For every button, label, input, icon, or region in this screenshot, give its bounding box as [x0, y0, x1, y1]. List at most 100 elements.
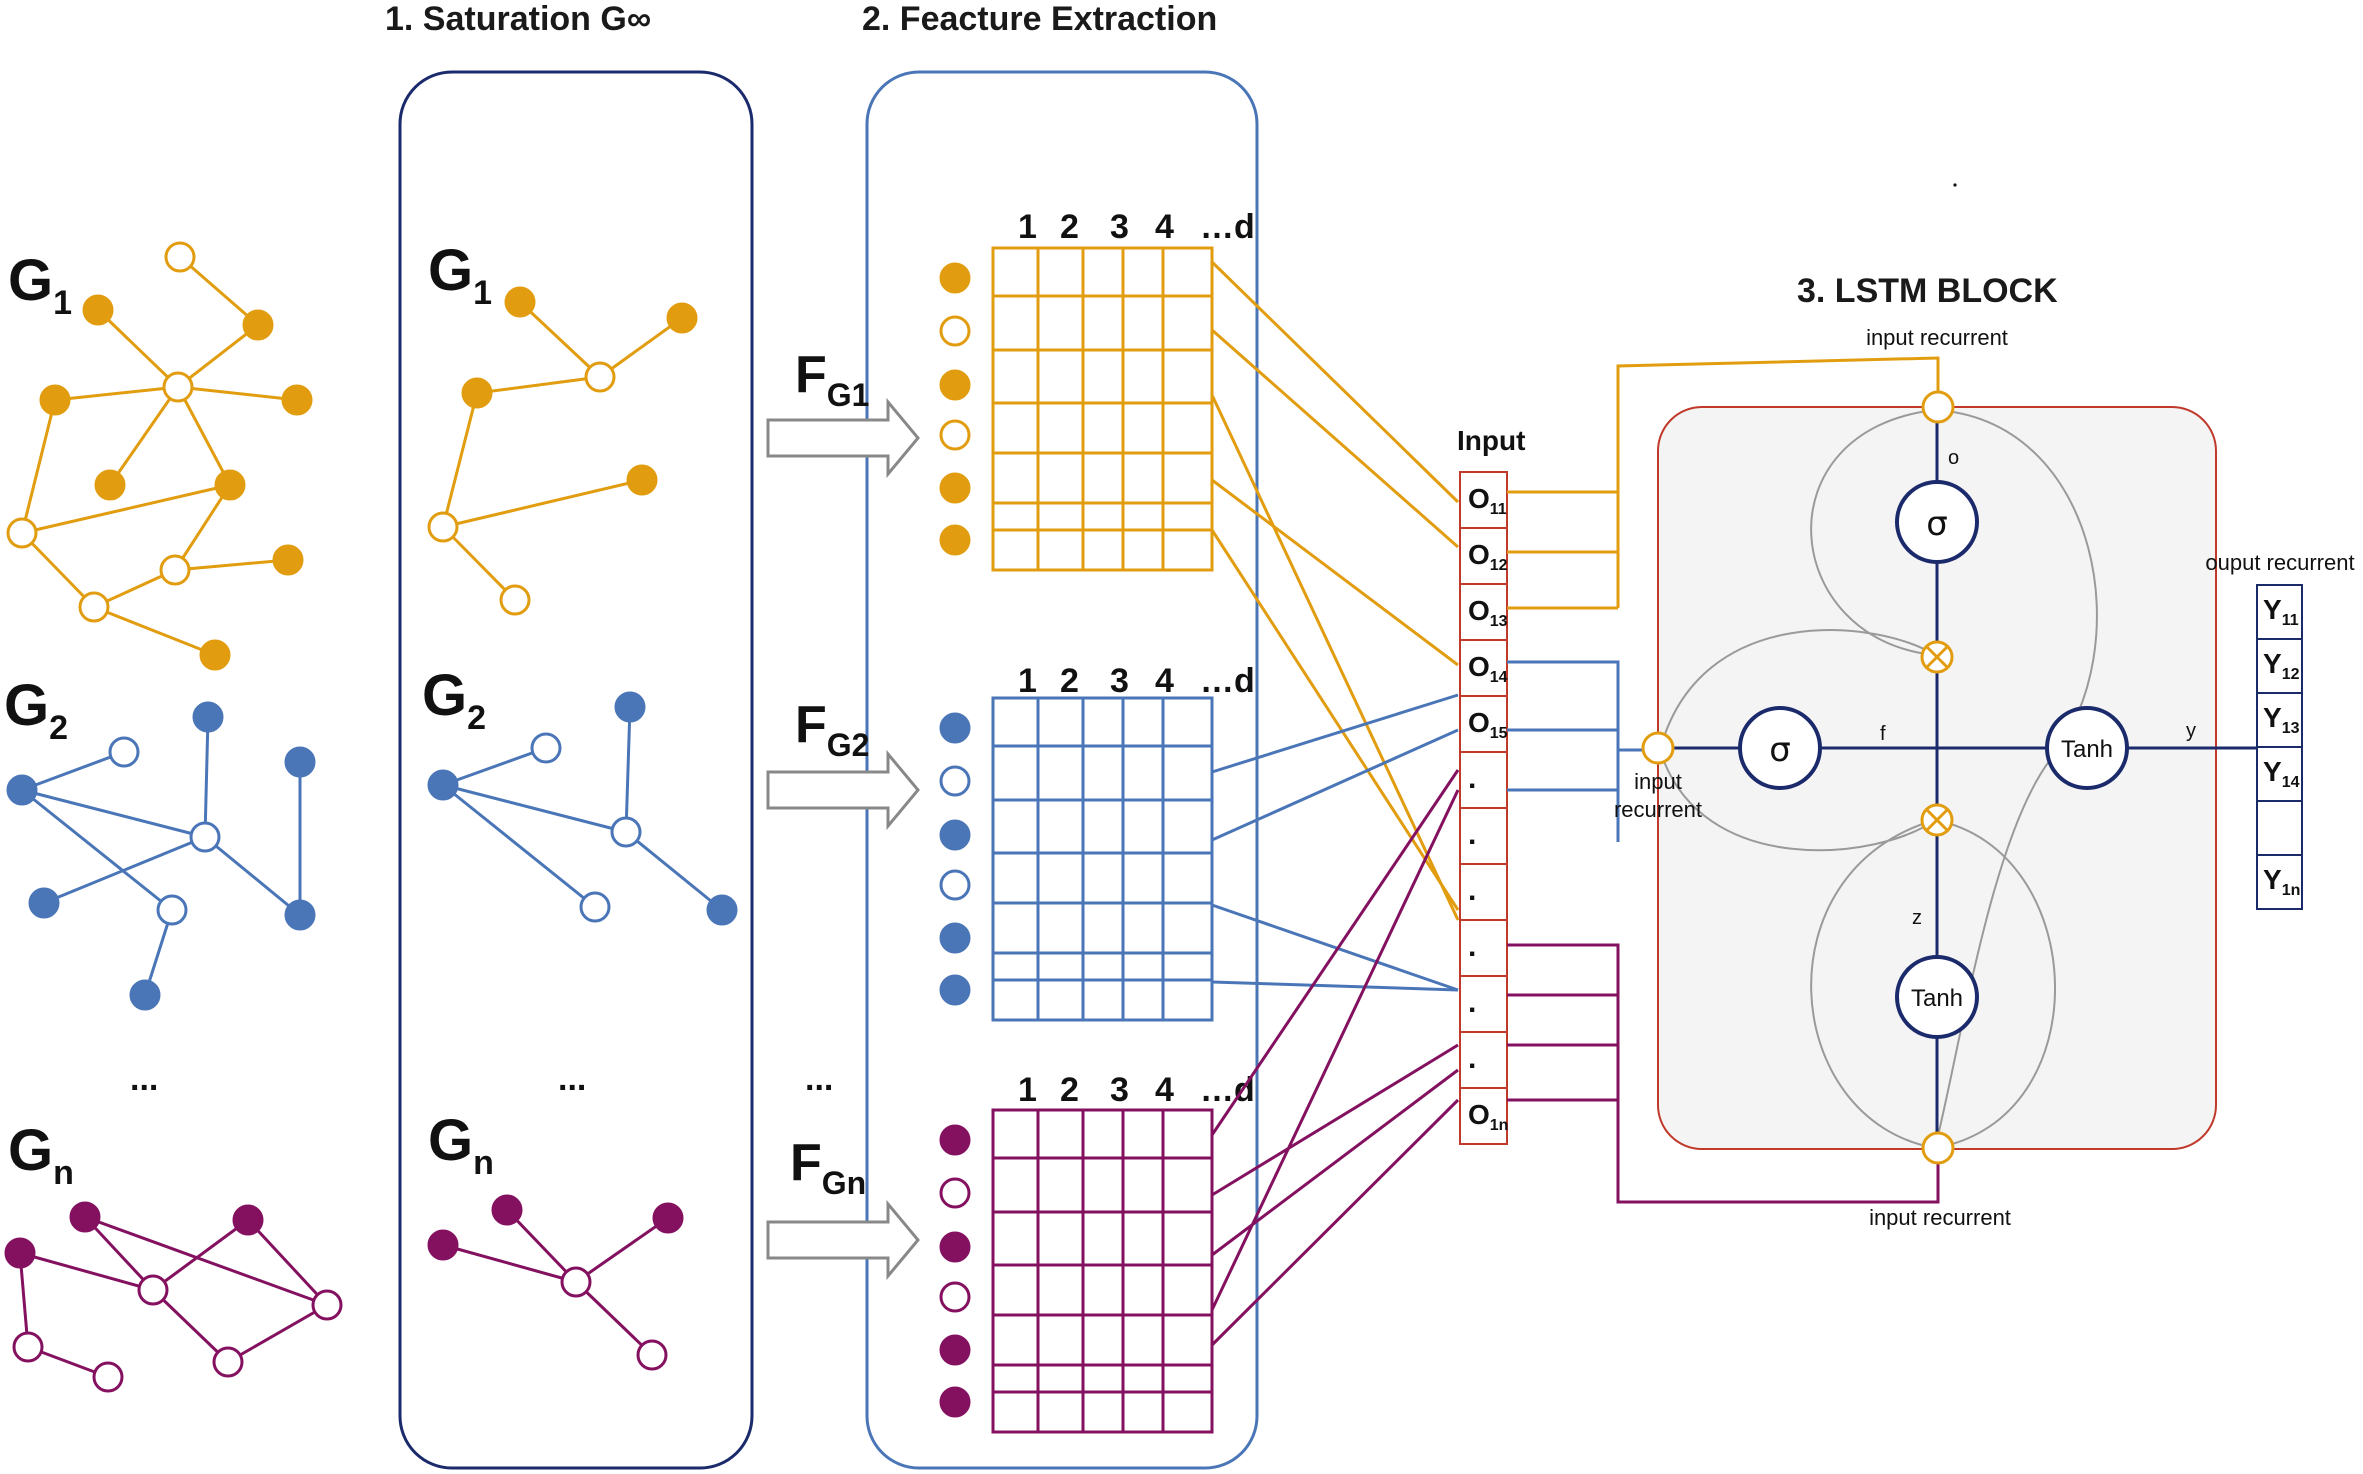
matrix-header-label: 2 — [1060, 208, 1079, 246]
matrix-header-label: 4 — [1155, 1071, 1174, 1109]
input-recurrent-top-label: input recurrent — [1866, 325, 2008, 350]
title-saturation: 1. Saturation G∞ — [385, 0, 651, 38]
output-cell: Y14 — [2256, 746, 2303, 802]
saturated-g1 — [427, 286, 698, 616]
input-recurrent-left-node — [1641, 731, 1675, 765]
svg-text:O13: O13 — [1468, 595, 1508, 630]
svg-text:σ: σ — [1769, 730, 1791, 770]
saturation-panel — [398, 70, 754, 1470]
output-title: ouput recurrent — [2205, 550, 2354, 575]
matrix-row-node — [939, 1334, 971, 1366]
matrix-header-label: …d — [1200, 208, 1255, 246]
input-cell: . — [1459, 975, 1508, 1033]
output-cell — [2256, 800, 2303, 856]
sat-label-gn: Gn — [428, 1108, 494, 1182]
matrix-header-label: 2 — [1060, 1071, 1079, 1109]
input-cell: O13 — [1459, 583, 1508, 641]
svg-text:.: . — [1468, 818, 1476, 851]
arrow-fg1-icon — [766, 397, 920, 479]
input-cell: O14 — [1459, 639, 1508, 697]
matrix-row-node — [939, 1386, 971, 1418]
output-cell: Y12 — [2256, 638, 2303, 694]
feature-label-fgn: FGn — [790, 1134, 866, 1201]
svg-text:Tanh: Tanh — [2061, 736, 2113, 763]
svg-text:O15: O15 — [1468, 707, 1508, 742]
matrix-header-label: 3 — [1110, 1071, 1129, 1109]
output-cell: Y13 — [2256, 692, 2303, 748]
output-cell: Y11 — [2256, 584, 2303, 640]
svg-text:O1n: O1n — [1468, 1099, 1508, 1134]
svg-text:.: . — [1468, 762, 1476, 795]
svg-text:Gn: Gn — [428, 1108, 494, 1182]
bus-blue — [1507, 660, 1650, 842]
svg-text:σ: σ — [1926, 504, 1948, 544]
svg-text:.: . — [1468, 930, 1476, 963]
graph-label-gn: Gn — [8, 1118, 74, 1192]
matrix-header-label: 3 — [1110, 208, 1129, 246]
input-recurrent-bottom-label: input recurrent — [1869, 1205, 2011, 1230]
matrix-row-node — [939, 765, 971, 797]
label-o: o — [1948, 447, 1959, 469]
sigma-gate-output: σ — [1895, 480, 1979, 564]
matrix-row-node — [939, 262, 971, 294]
svg-text:G2: G2 — [422, 663, 486, 737]
matrix-row-node — [939, 369, 971, 401]
ellipsis-graphs: ... — [130, 1060, 158, 1098]
sat-label-g1: G1 — [428, 238, 492, 312]
svg-text:FGn: FGn — [790, 1134, 866, 1201]
tanh-gate-output: Tanh — [2045, 706, 2129, 790]
title-lstm-block: 3. LSTM BLOCK — [1797, 272, 2058, 310]
matrix-row-node — [939, 524, 971, 556]
input-recurrent-bottom-node — [1921, 1131, 1955, 1165]
svg-text:Y12: Y12 — [2263, 648, 2300, 683]
matrix-header-label: 3 — [1110, 662, 1129, 700]
arrow-fgn-icon — [766, 1199, 920, 1281]
stray-dot — [1953, 183, 1957, 187]
input-cell: . — [1459, 919, 1508, 977]
saturated-g2 — [427, 691, 738, 926]
matrix-row-node — [939, 1124, 971, 1156]
multiply-top-icon — [1920, 640, 1954, 674]
matrix-row-node — [939, 1231, 971, 1263]
input-title: Input — [1457, 425, 1525, 456]
matrix-header-label: 4 — [1155, 208, 1174, 246]
label-f: f — [1880, 723, 1886, 745]
svg-text:Tanh: Tanh — [1911, 985, 1963, 1012]
svg-text:Y11: Y11 — [2263, 594, 2299, 629]
feature-panel — [865, 70, 1259, 1470]
svg-text:G1: G1 — [8, 248, 72, 322]
input-recurrent-left-label-1: input — [1634, 769, 1682, 794]
graph-g2 — [6, 701, 316, 1011]
svg-text:Gn: Gn — [8, 1118, 74, 1192]
input-recurrent-top-node — [1921, 390, 1955, 424]
matrix-row-node — [939, 472, 971, 504]
svg-text:FG2: FG2 — [795, 696, 869, 763]
svg-text:FG1: FG1 — [795, 346, 869, 413]
input-cell: . — [1459, 863, 1508, 921]
sat-label-g2: G2 — [422, 663, 486, 737]
matrix-header-label: 1 — [1018, 662, 1037, 700]
label-y: y — [2186, 720, 2196, 742]
svg-text:.: . — [1468, 986, 1476, 1019]
matrix-header-label: 2 — [1060, 662, 1079, 700]
graph-label-g1: G1 — [8, 248, 72, 322]
matrix-row-node — [939, 974, 971, 1006]
matrix-row-node — [939, 1177, 971, 1209]
svg-text:O14: O14 — [1468, 651, 1508, 686]
matrix-row-node — [939, 869, 971, 901]
ellipsis-saturation: ... — [558, 1060, 586, 1098]
input-cell: O11 — [1459, 471, 1508, 529]
graph-g1 — [6, 241, 313, 671]
connections-blue — [1211, 693, 1459, 992]
svg-text:Y1n: Y1n — [2263, 864, 2300, 899]
output-cell: Y1n — [2256, 854, 2303, 910]
bus-orange — [1507, 356, 1940, 610]
matrix-header-label: 1 — [1018, 208, 1037, 246]
saturated-gn — [427, 1194, 684, 1371]
matrix-row-node — [939, 315, 971, 347]
bus-purple — [1507, 943, 1940, 1204]
